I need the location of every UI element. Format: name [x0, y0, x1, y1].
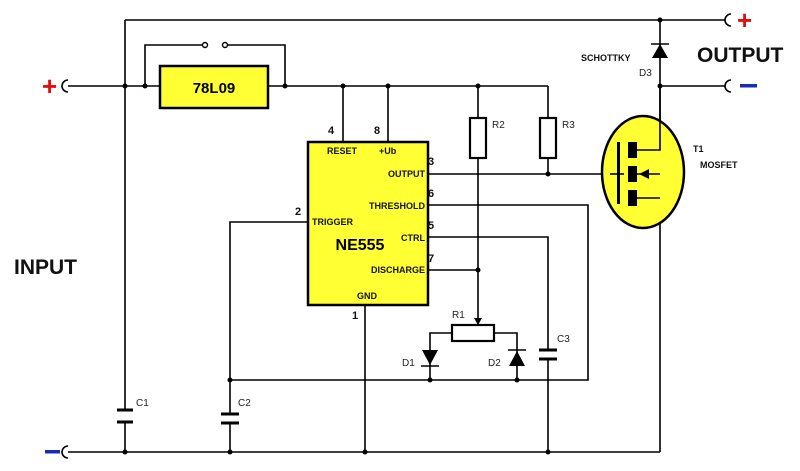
svg-text:6: 6 — [428, 188, 434, 200]
svg-text:78L09: 78L09 — [193, 80, 236, 97]
svg-text:NE555: NE555 — [336, 237, 385, 254]
svg-text:TRIGGER: TRIGGER — [312, 217, 354, 227]
svg-text:C1: C1 — [136, 398, 149, 409]
svg-text:OUTPUT: OUTPUT — [388, 169, 426, 179]
svg-text:2: 2 — [295, 206, 301, 218]
svg-text:R2: R2 — [492, 120, 505, 131]
svg-text:T1: T1 — [693, 144, 704, 154]
svg-text:1: 1 — [352, 310, 358, 322]
svg-text:SCHOTTKY: SCHOTTKY — [581, 53, 631, 63]
svg-text:4: 4 — [328, 125, 335, 137]
resistor-r3: R3 — [538, 116, 575, 160]
svg-text:THRESHOLD: THRESHOLD — [369, 201, 426, 211]
input-label: INPUT — [14, 256, 77, 279]
potentiometer-r1: R1 — [450, 310, 496, 343]
svg-text:DISCHARGE: DISCHARGE — [371, 265, 425, 275]
output-plus-terminal: + — [724, 5, 752, 35]
svg-text:+: + — [737, 5, 752, 35]
svg-text:3: 3 — [428, 156, 434, 168]
output-minus-terminal — [724, 79, 757, 93]
svg-text:GND: GND — [357, 291, 378, 301]
svg-text:+Ub: +Ub — [379, 146, 397, 156]
svg-text:+: + — [42, 71, 57, 101]
voltage-regulator-78l09: 78L09 — [158, 64, 270, 110]
input-plus-terminal: + — [42, 71, 69, 101]
schottky-diode-d3: SCHOTTKY D3 — [581, 43, 669, 79]
input-minus-terminal — [45, 445, 69, 459]
svg-text:R1: R1 — [452, 310, 465, 321]
svg-text:R3: R3 — [562, 120, 575, 131]
svg-text:MOSFET: MOSFET — [700, 160, 738, 170]
diode-d1: D1 — [402, 350, 439, 369]
capacitor-c2: C2 — [221, 398, 251, 425]
diode-d2: D2 — [488, 349, 526, 369]
svg-text:D3: D3 — [639, 68, 652, 79]
svg-text:C3: C3 — [557, 334, 570, 345]
output-label: OUTPUT — [697, 44, 784, 67]
svg-text:7: 7 — [428, 253, 434, 265]
resistor-r2: R2 — [468, 116, 505, 160]
svg-text:5: 5 — [428, 220, 434, 232]
junctions — [122, 17, 663, 455]
svg-text:RESET: RESET — [327, 146, 358, 156]
svg-text:CTRL: CTRL — [401, 233, 425, 243]
svg-text:C2: C2 — [238, 398, 251, 409]
capacitor-c1: C1 — [117, 398, 149, 424]
ne555-ic: NE555 RESET +Ub OUTPUT THRESHOLD CTRL DI… — [295, 125, 434, 322]
mosfet-t1: T1 MOSFET — [600, 86, 738, 230]
bypass-switch — [201, 41, 229, 49]
svg-text:D2: D2 — [488, 358, 501, 369]
capacitor-c3: C3 — [539, 334, 570, 361]
svg-text:D1: D1 — [402, 358, 415, 369]
svg-text:8: 8 — [374, 125, 380, 137]
